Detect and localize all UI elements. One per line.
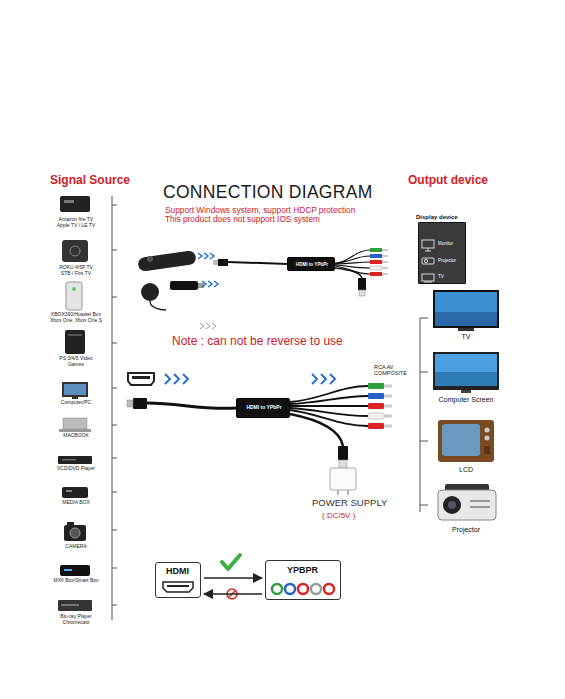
- source-device-label: Computer/PC: [51, 400, 101, 406]
- source-device-label: VCD/DVD Player: [48, 466, 104, 472]
- box-item-label: TV: [438, 274, 466, 279]
- display-device-box: Display deviceMonitorProjectorTV: [418, 222, 466, 284]
- direction-chevrons: [165, 253, 335, 384]
- source-device-label: MXII Box/Smart Box: [46, 578, 106, 584]
- box-label: YPBPR: [266, 565, 339, 575]
- warning-note: Note : can not be reverse to use: [172, 335, 402, 349]
- device-label: Projector: [436, 526, 496, 534]
- connector-type: RCA AV COMPOSITE: [374, 364, 410, 377]
- top-adapter-cables: [213, 248, 388, 296]
- check-mark: [222, 555, 240, 569]
- source-device-label: CAMERA: [51, 544, 101, 550]
- column-heading: Signal Source: [50, 174, 160, 188]
- device-label: LCD: [436, 466, 496, 474]
- diagram-title: CONNECTION DIAGRAM: [163, 182, 423, 202]
- output-device-pictures: [433, 290, 499, 520]
- source-device-label: XBOX360/Huawei Box Xbox One, Xbox One S: [46, 312, 106, 324]
- adapter-box: HDMI to YPbPr: [236, 398, 290, 418]
- device-label: Computer Screen: [416, 396, 516, 404]
- box-label: Display device: [416, 214, 486, 221]
- direction-arrow: [204, 593, 262, 595]
- source-device-label: ROKU 4/5P TV STB / Fire,TV: [54, 265, 98, 277]
- support-note: This product does not support IOS system: [165, 215, 435, 225]
- hdmi-port-symbol: [163, 582, 193, 592]
- prohibition-symbol: [227, 589, 237, 599]
- direction-arrow: [204, 577, 262, 579]
- source-device-label: Blu-ray Player Chromecast: [55, 614, 97, 626]
- box-item-label: Monitor: [438, 241, 466, 246]
- power-label: POWER SUPPLY: [312, 498, 412, 509]
- bottom-adapter-cables: [127, 373, 392, 495]
- box-label: HDMI to YPbPr: [288, 262, 336, 267]
- box-item-label: Projector: [438, 258, 466, 263]
- source-device-label: PS 3/4/5 Video Games: [59, 356, 93, 368]
- power-spec: ( DC/5V ): [322, 511, 392, 520]
- rca-jack-symbols: [272, 584, 334, 594]
- left-bracket: [112, 196, 117, 620]
- source-device-label: MEDIA BOX: [51, 500, 101, 506]
- column-heading: Output device: [408, 174, 528, 188]
- streaming-devices: [137, 250, 204, 310]
- port-box: YPBPR: [265, 560, 341, 600]
- source-device-label: Amazon fire TV Apple TV / LE TV: [53, 217, 99, 229]
- port-box: HDMI: [155, 562, 201, 598]
- right-bracket: [420, 318, 428, 512]
- adapter-box: HDMI to YPbPr: [287, 257, 335, 271]
- device-label: TV: [436, 333, 496, 341]
- source-device-label: MACBOOK: [51, 433, 101, 439]
- box-label: HDMI to YPbPr: [237, 405, 291, 411]
- box-label: HDMI: [156, 566, 199, 576]
